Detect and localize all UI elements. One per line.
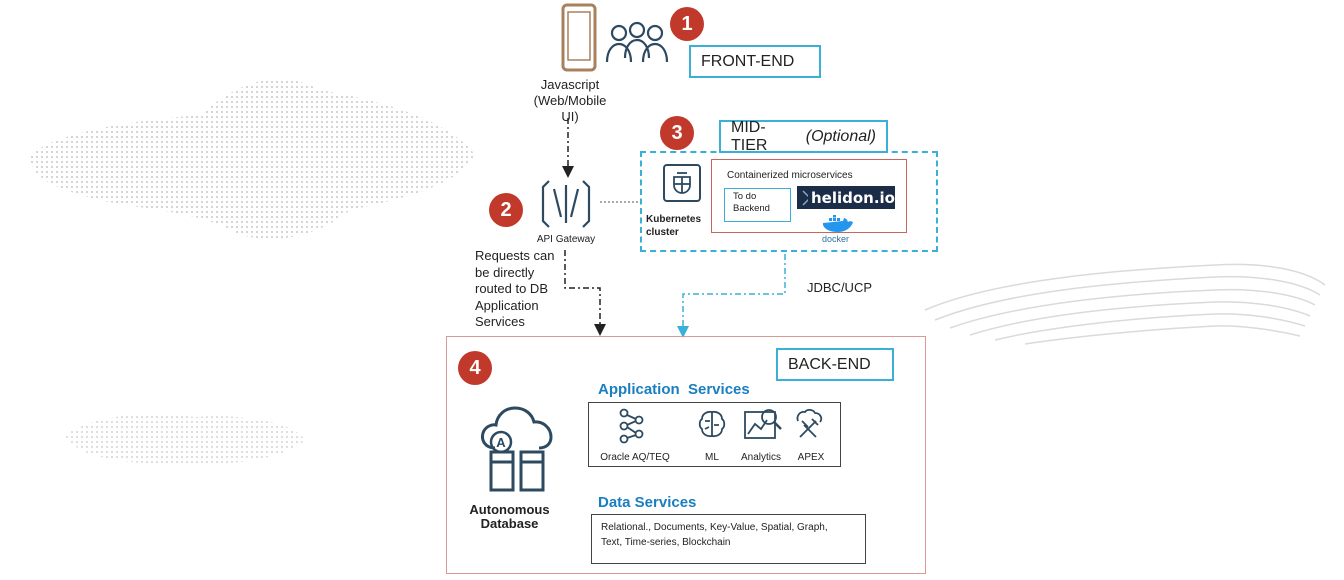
client-caption-line-2: (Web/Mobile UI) — [533, 93, 607, 124]
autonomous-database-caption: Autonomous Database — [457, 503, 562, 531]
autonomous-database-caption-line-2: Database — [480, 516, 539, 531]
back-end-label: BACK-END — [776, 348, 894, 381]
kubernetes-caption: Kubernetes cluster — [646, 213, 701, 239]
step-badge-4: 4 — [458, 351, 492, 385]
api-gateway-icon — [541, 180, 591, 228]
app-service-label: APEX — [797, 452, 825, 463]
kubernetes-caption-line-2: cluster — [646, 227, 679, 238]
arrow-midtier-to-backend — [677, 254, 786, 338]
gateway-note-line: be directly — [475, 264, 535, 280]
data-services-box: Relational., Documents, Key-Value, Spati… — [591, 514, 866, 564]
decorative-fingerprint-right — [924, 263, 1326, 345]
gateway-routing-note: Requests can be directly routed to DB Ap… — [475, 248, 555, 331]
api-gateway-caption: API Gateway — [536, 234, 596, 245]
application-services-title: Application Services — [598, 381, 750, 398]
autonomous-database-icon: A — [481, 406, 553, 492]
helidon-logo: helidon.io — [797, 186, 895, 209]
autonomous-database-caption-line-1: Autonomous — [469, 502, 550, 517]
mobile-phone-icon — [561, 3, 597, 72]
gateway-note-line: routed to DB — [475, 281, 548, 296]
app-service-label: Oracle AQ/TEQ — [600, 452, 670, 463]
back-end-container — [446, 336, 926, 574]
kubernetes-caption-line-1: Kubernetes — [646, 214, 702, 225]
data-services-line-1: Relational., Documents, Key-Value, Spati… — [601, 522, 828, 533]
step-badge-1: 1 — [670, 7, 704, 41]
step-badge-3: 3 — [660, 116, 694, 150]
mid-tier-optional-text: (Optional) — [805, 127, 876, 145]
apex-tools-icon — [796, 408, 823, 438]
front-end-label: FRONT-END — [689, 45, 821, 78]
data-services-line-2: Text, Time-series, Blockchain — [601, 537, 731, 548]
todo-backend-service: To do Backend — [724, 188, 791, 222]
users-group-icon — [605, 21, 669, 63]
decorative-dot-cloud-left — [30, 78, 475, 239]
helidon-mark-icon — [802, 189, 808, 206]
mid-tier-label: MID-TIER (Optional) — [719, 118, 888, 154]
todo-backend-line-1: To do — [733, 191, 757, 202]
kubernetes-icon — [663, 164, 701, 202]
mid-tier-label-text: MID-TIER — [731, 118, 768, 154]
jdbc-ucp-label: JDBC/UCP — [807, 280, 873, 295]
step-badge-2: 2 — [489, 193, 523, 227]
gateway-note-line: Services — [475, 314, 525, 329]
gateway-note-line: Application — [475, 297, 539, 313]
todo-backend-line-2: Backend — [733, 203, 770, 214]
helidon-text: helidon.io — [810, 188, 895, 207]
message-queue-icon — [619, 408, 644, 444]
application-services-box — [588, 402, 841, 467]
data-services-title: Data Services — [598, 494, 697, 511]
svg-text:A: A — [496, 435, 506, 450]
microservices-box — [711, 159, 907, 233]
arrow-gateway-to-backend — [564, 250, 606, 336]
client-caption: Javascript (Web/Mobile UI) — [530, 77, 610, 125]
machine-learning-brain-icon — [698, 410, 726, 438]
app-service-label: ML — [705, 452, 719, 463]
app-service-label: Analytics — [740, 452, 781, 463]
analytics-icon — [744, 409, 782, 439]
docker-caption: docker — [822, 234, 850, 244]
gateway-note-line: Requests can — [475, 248, 555, 263]
client-caption-line-1: Javascript — [540, 77, 600, 92]
docker-whale-icon — [823, 215, 853, 232]
microservices-title: Containerized microservices — [727, 170, 853, 181]
decorative-dot-cloud-bottom-left — [65, 414, 305, 465]
